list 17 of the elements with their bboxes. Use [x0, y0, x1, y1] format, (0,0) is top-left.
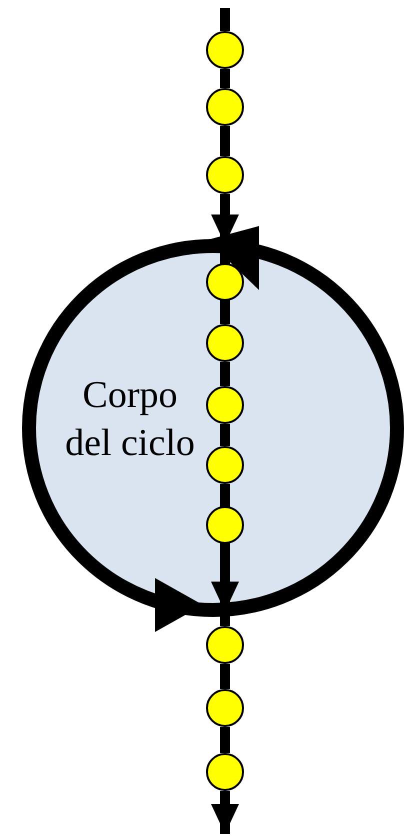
dot-circle — [206, 31, 244, 69]
connector-line — [220, 727, 230, 753]
dot-circle — [206, 88, 244, 126]
dot-circle — [206, 626, 244, 664]
connector-line — [220, 362, 230, 386]
dot-circle — [206, 156, 244, 194]
connector-line — [220, 424, 230, 446]
dot-circle — [206, 689, 244, 727]
connector-line — [220, 301, 230, 324]
connector-line — [220, 126, 230, 156]
loop-label: Corpo del ciclo — [64, 373, 196, 466]
dot-circle — [206, 753, 244, 791]
connector-line — [220, 69, 230, 88]
connector-line — [220, 8, 230, 31]
arrow — [211, 791, 239, 834]
connector-line — [220, 664, 230, 689]
connector-line — [220, 484, 230, 506]
